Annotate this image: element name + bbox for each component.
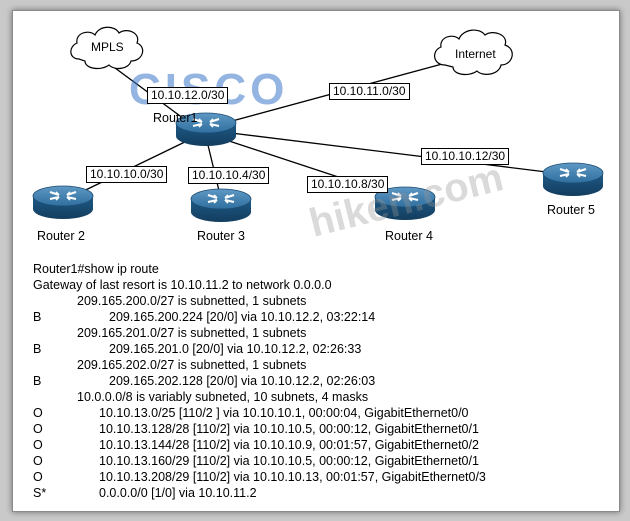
route-line: O 10.10.13.160/29 [110/2] via 10.10.10.5,… [33,453,613,469]
route-line: B 209.165.200.224 [20/0] via 10.10.12.2, … [33,309,613,325]
route-code: O [33,470,43,484]
route-line: Router1#show ip route [33,261,613,277]
route-code: B [33,310,42,324]
link-label-r3: 10.10.10.4/30 [188,167,270,184]
topology-diagram [32,26,604,223]
route-line: Gateway of last resort is 10.10.11.2 to … [33,277,613,293]
internet-cloud [434,29,513,76]
router2-icon[interactable] [32,185,94,220]
route-code: O [33,454,43,468]
route-line: 209.165.202.0/27 is subnetted, 1 subnets [33,357,613,373]
route-text: 10.10.13.128/28 [110/2] via 10.10.10.5, … [99,422,479,436]
route-text: 0.0.0.0/0 [1/0] via 10.10.11.2 [99,486,257,500]
link-label-r4: 10.10.10.8/30 [307,176,389,193]
router5-label: Router 5 [547,203,595,217]
route-text: 209.165.200.224 [20/0] via 10.10.12.2, 0… [109,310,376,324]
route-line: 209.165.201.0/27 is subnetted, 1 subnets [33,325,613,341]
route-line: O 10.10.13.208/29 [110/2] via 10.10.10.13… [33,469,613,485]
route-code: O [33,406,43,420]
route-text: 10.10.13.160/29 [110/2] via 10.10.10.5, … [99,454,479,468]
link-label-mpls: 10.10.12.0/30 [147,87,229,104]
link-label-internet: 10.10.11.0/30 [329,83,410,100]
router3-icon[interactable] [190,188,252,223]
route-text: Router1#show ip route [33,262,159,276]
route-code: B [33,342,42,356]
route-text: 209.165.201.0/27 is subnetted, 1 subnets [77,326,307,340]
router2-label: Router 2 [37,229,85,243]
route-code: S* [33,486,47,500]
route-text: 209.165.202.128 [20/0] via 10.10.12.2, 0… [109,374,376,388]
route-line: B 209.165.202.128 [20/0] via 10.10.12.2, … [33,373,613,389]
route-code: O [33,438,43,452]
route-line: 209.165.200.0/27 is subnetted, 1 subnets [33,293,613,309]
route-code: O [33,422,43,436]
link-r5 [230,132,572,176]
internet-cloud-label: Internet [455,47,496,61]
router4-label: Router 4 [385,229,433,243]
route-text: Gateway of last resort is 10.10.11.2 to … [33,278,332,292]
link-label-r5: 10.10.10.12/30 [421,148,510,165]
route-line: O 10.10.13.144/28 [110/2] via 10.10.10.9,… [33,437,613,453]
route-text: 209.165.202.0/27 is subnetted, 1 subnets [77,358,307,372]
route-text: 209.165.201.0 [20/0] via 10.10.12.2, 02:… [109,342,362,356]
link-label-r2: 10.10.10.0/30 [86,166,168,183]
route-line: B 209.165.201.0 [20/0] via 10.10.12.2, 02… [33,341,613,357]
route-text: 10.10.13.0/25 [110/2 ] via 10.10.10.1, 0… [99,406,469,420]
route-text: 10.10.13.208/29 [110/2] via 10.10.10.13,… [99,470,486,484]
router5-icon[interactable] [542,162,604,197]
route-line: S* 0.0.0.0/0 [1/0] via 10.10.11.2 [33,485,613,501]
router1-label: Router1 [153,111,198,125]
mpls-cloud [70,26,144,70]
mpls-cloud-label: MPLS [91,40,124,54]
figure-frame: CISCO hiken.com MPLS Internet 10.10.12.0… [12,10,620,512]
route-text: 209.165.200.0/27 is subnetted, 1 subnets [77,294,307,308]
route-code: B [33,374,42,388]
route-line: 10.0.0.0/8 is variably subneted, 10 subn… [33,389,613,405]
router3-label: Router 3 [197,229,245,243]
route-text: 10.10.13.144/28 [110/2] via 10.10.10.9, … [99,438,479,452]
route-text: 10.0.0.0/8 is variably subneted, 10 subn… [77,390,369,404]
route-line: O 10.10.13.0/25 [110/2 ] via 10.10.10.1, … [33,405,613,421]
route-line: O 10.10.13.128/28 [110/2] via 10.10.10.5,… [33,421,613,437]
